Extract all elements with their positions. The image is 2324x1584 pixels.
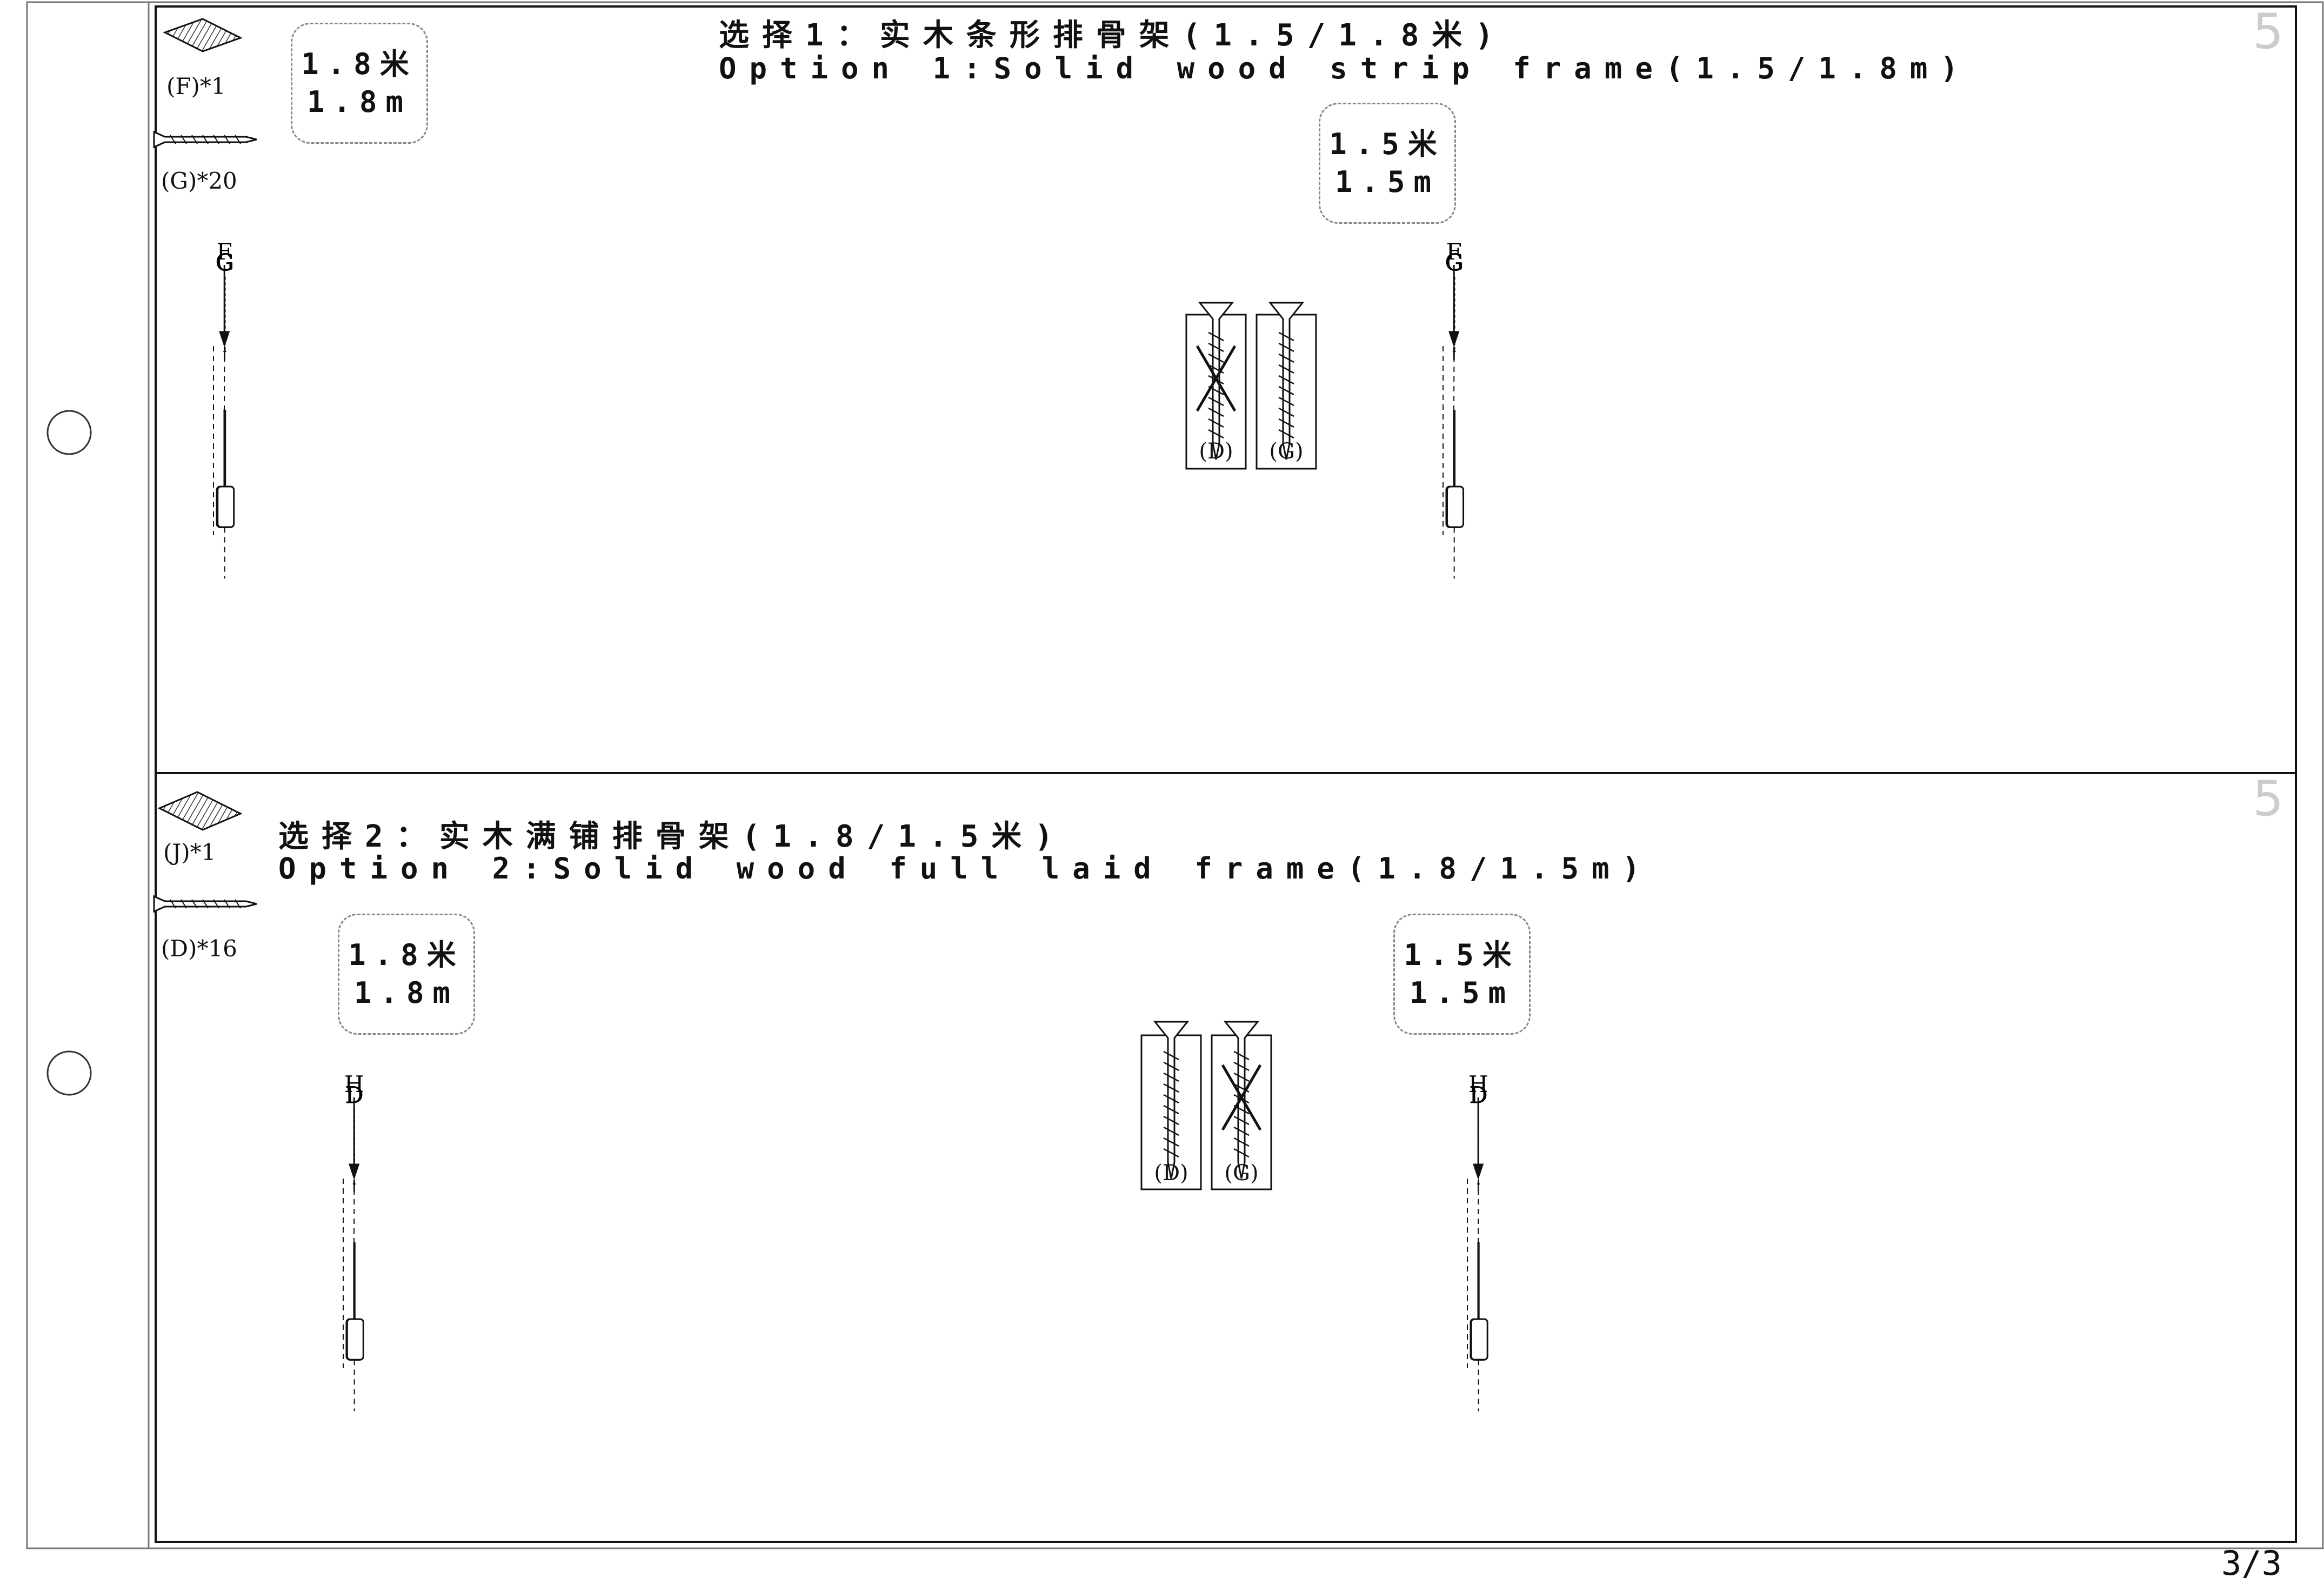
part-j-label: (J)*1	[163, 839, 216, 866]
part-d-label: (D)*16	[161, 935, 237, 962]
frame-label: F	[217, 238, 232, 265]
screw-icon	[153, 895, 258, 913]
option2-title-en: Option 2:Solid wood full laid frame(1.8/…	[278, 851, 1653, 886]
frame-label: H	[1468, 1071, 1488, 1097]
not-use-cross-icon	[1221, 1064, 1262, 1131]
not-use-cross-icon	[1196, 345, 1237, 412]
page-border	[26, 1, 2324, 1549]
frame-label: F	[1446, 238, 1462, 265]
page-number: 3/3	[2221, 1543, 2282, 1583]
screw-g-label: (G)	[1224, 1161, 1259, 1186]
slat-bundle-icon	[157, 791, 243, 831]
option1-title-cn: 选择1：实木条形排骨架(1.5/1.8米)	[719, 18, 1507, 53]
binder-hole	[46, 1050, 92, 1096]
screw-g-label: (G)	[1269, 439, 1304, 464]
step-number: 5	[2253, 770, 2284, 827]
frame-label: H	[344, 1071, 364, 1097]
slat-bundle-icon	[163, 18, 243, 52]
screw-d-label: (D)	[1154, 1161, 1188, 1186]
part-g-label: (G)*20	[161, 168, 237, 194]
screw-d-label: (D)	[1199, 439, 1233, 464]
step-number: 5	[2253, 3, 2284, 60]
part-f-label: (F)*1	[166, 73, 226, 99]
option1-title-en: Option 1:Solid wood strip frame(1.5/1.8m…	[719, 51, 1971, 85]
binder-hole	[46, 410, 92, 455]
screw-icon	[153, 131, 258, 148]
option2-title-cn: 选择2：实木满铺排骨架(1.8/1.5米)	[278, 819, 1066, 854]
